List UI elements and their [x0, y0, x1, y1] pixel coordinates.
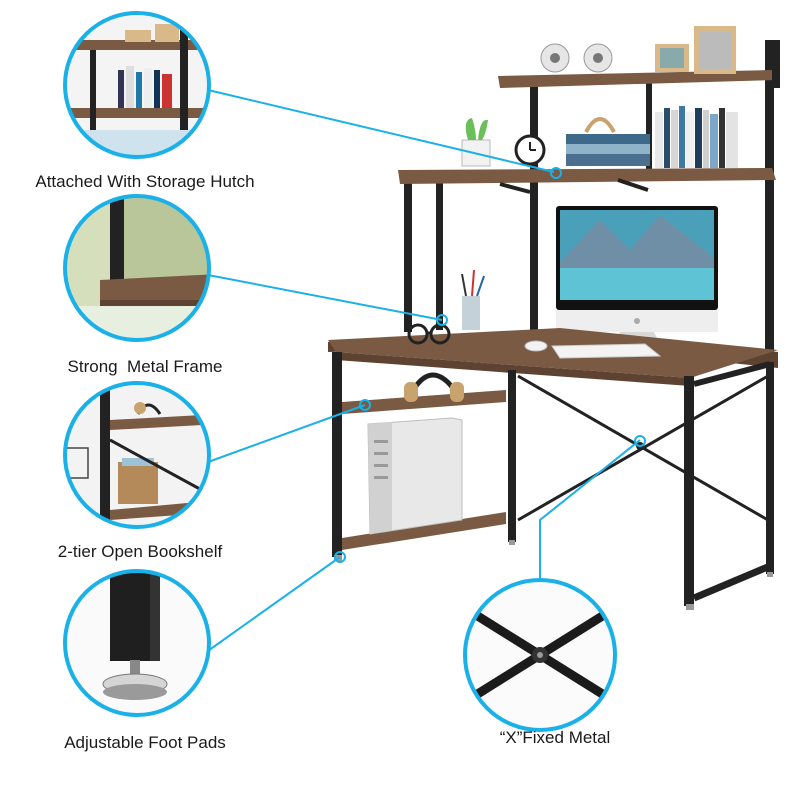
leg-back-left — [508, 370, 516, 542]
book-stack — [566, 134, 650, 144]
detail-circle-foot — [63, 569, 211, 717]
detail-circle-frame — [63, 194, 211, 342]
desk-top — [328, 328, 778, 378]
shelf-upper — [342, 390, 506, 414]
leg-front-left — [332, 352, 342, 557]
detail-circle-x-metal — [463, 578, 617, 732]
pen-holder — [462, 296, 480, 330]
leg-front-right — [684, 376, 694, 606]
upright-books — [655, 106, 738, 168]
keyboard — [551, 343, 662, 359]
hutch-post-mid — [646, 82, 652, 177]
callout-label-foot: Adjustable Foot Pads — [64, 733, 226, 752]
headphones — [404, 372, 464, 402]
detail-circle-shelf — [63, 381, 211, 529]
callout-label-frame: Strong Metal Frame — [67, 357, 223, 376]
callout-label-x-metal: “X”Fixed Metal — [499, 728, 611, 747]
callout-label-hutch: Attached With Storage Hutch — [35, 172, 255, 191]
side-post-left — [404, 172, 412, 332]
side-post-inner — [436, 180, 443, 330]
mouse — [524, 340, 548, 352]
callout-label-shelf: 2-tier Open Bookshelf — [57, 542, 223, 561]
hutch-post-left — [530, 78, 538, 343]
hutch-middle-shelf — [398, 168, 776, 184]
hutch-top-shelf — [498, 70, 776, 88]
callout-anchors — [334, 167, 646, 563]
leg-back-right — [766, 362, 774, 574]
hutch-post-right — [765, 40, 774, 355]
shelf-lower — [342, 512, 506, 550]
callout-lines — [204, 89, 641, 654]
computer-desk — [328, 26, 780, 610]
detail-circle-hutch — [63, 11, 211, 159]
monitor — [556, 206, 718, 352]
pc-tower — [367, 417, 463, 535]
